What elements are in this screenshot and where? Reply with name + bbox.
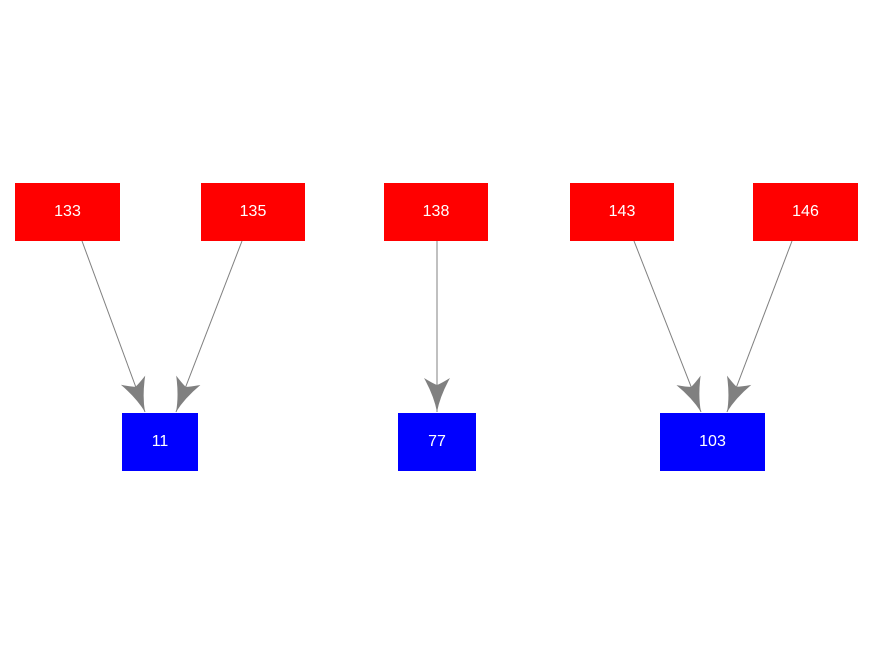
edge-line xyxy=(175,240,243,413)
edge-138-to-77 xyxy=(424,241,450,412)
edge-135-to-11 xyxy=(163,240,243,417)
edge-133-to-11 xyxy=(81,240,158,417)
edge-line xyxy=(81,240,146,413)
node-135: 135 xyxy=(201,183,305,241)
node-143: 143 xyxy=(570,183,674,241)
node-11: 11 xyxy=(122,413,198,471)
node-138: 138 xyxy=(384,183,488,241)
node-77: 77 xyxy=(398,413,476,471)
node-146: 146 xyxy=(753,183,858,241)
node-103: 103 xyxy=(660,413,765,471)
arrowhead-icon xyxy=(714,375,752,417)
arrowhead-icon xyxy=(163,375,201,417)
edge-line xyxy=(633,240,702,413)
arrowhead-icon xyxy=(424,378,450,412)
edge-146-to-103 xyxy=(714,240,793,417)
arrowhead-icon xyxy=(120,375,158,417)
node-133: 133 xyxy=(15,183,120,241)
edge-line xyxy=(726,240,793,413)
arrowhead-icon xyxy=(676,375,714,417)
edge-143-to-103 xyxy=(633,240,714,417)
